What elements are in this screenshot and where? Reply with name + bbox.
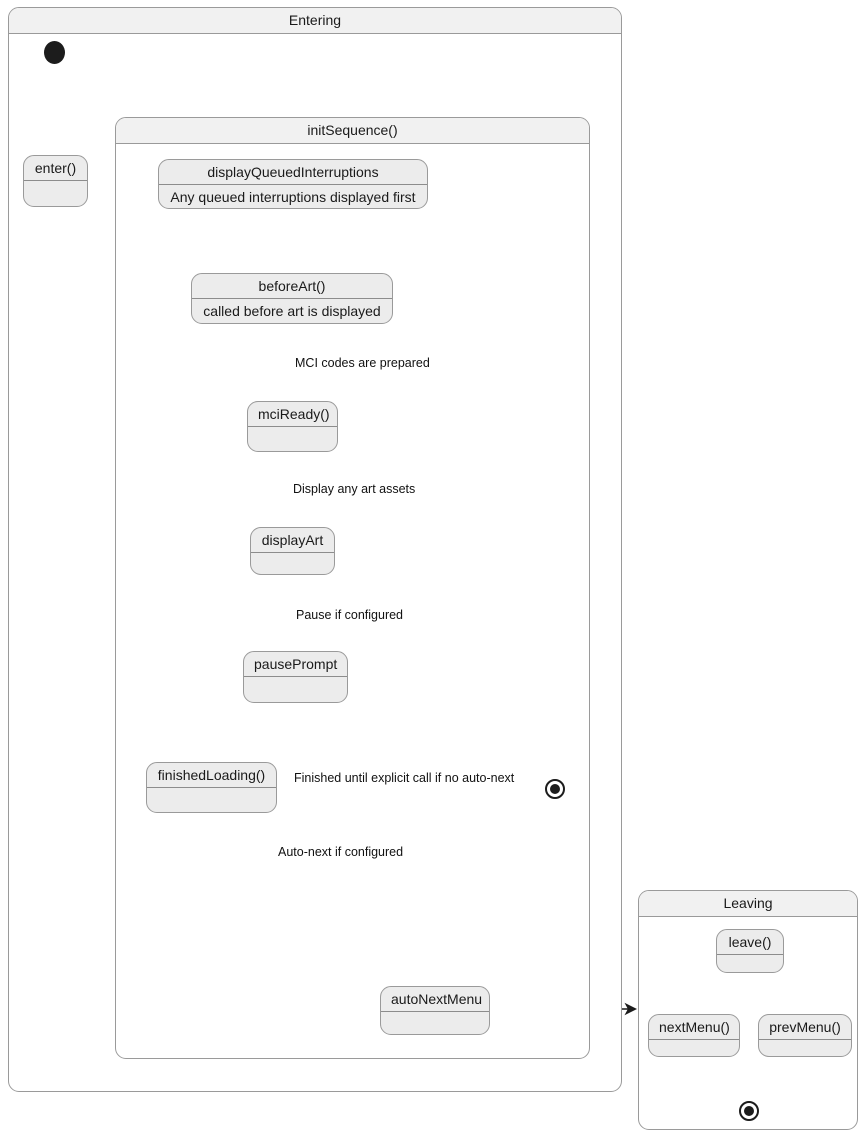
state-name-next-menu: nextMenu(): [649, 1015, 739, 1040]
state-leave[interactable]: leave(): [716, 929, 784, 973]
state-name-finished-loading: finishedLoading(): [147, 763, 276, 788]
final-state-node-leaving: [739, 1101, 759, 1121]
initial-state-node: [44, 41, 65, 64]
composite-state-initsequence[interactable]: initSequence(): [115, 117, 590, 1059]
composite-title-leaving: Leaving: [639, 891, 857, 917]
composite-state-leaving[interactable]: Leaving: [638, 890, 858, 1130]
edge-label-auto-next-if-configured: Auto-next if configured: [278, 845, 404, 859]
state-desc-finished-loading: [147, 788, 276, 812]
final-state-node-entering: [545, 779, 565, 799]
final-state-inner: [744, 1106, 754, 1116]
state-name-display-queued-interruptions: displayQueuedInterruptions: [159, 160, 427, 185]
state-name-prev-menu: prevMenu(): [759, 1015, 851, 1040]
edge-label-mci-codes-prepared: MCI codes are prepared: [295, 356, 430, 370]
state-before-art[interactable]: beforeArt() called before art is display…: [191, 273, 393, 324]
state-pause-prompt[interactable]: pausePrompt: [243, 651, 348, 703]
state-desc-display-queued-interruptions: Any queued interruptions displayed first: [170, 189, 416, 205]
state-name-auto-next-menu: autoNextMenu: [381, 987, 489, 1012]
state-display-queued-interruptions[interactable]: displayQueuedInterruptions Any queued in…: [158, 159, 428, 209]
state-prev-menu[interactable]: prevMenu(): [758, 1014, 852, 1057]
state-desc-display-art: [251, 553, 334, 574]
state-desc-leave: [717, 955, 783, 972]
state-name-enter: enter(): [24, 156, 87, 181]
state-enter[interactable]: enter(): [23, 155, 88, 207]
composite-title-initsequence: initSequence(): [116, 118, 589, 144]
state-name-mci-ready: mciReady(): [248, 402, 337, 427]
edge-label-finished-until-explicit-call: Finished until explicit call if no auto-…: [294, 771, 515, 785]
state-desc-prev-menu: [759, 1040, 851, 1056]
state-desc-before-art: called before art is displayed: [203, 303, 381, 319]
state-next-menu[interactable]: nextMenu(): [648, 1014, 740, 1057]
state-display-art[interactable]: displayArt: [250, 527, 335, 575]
state-name-pause-prompt: pausePrompt: [244, 652, 347, 677]
final-state-inner: [550, 784, 560, 794]
state-name-leave: leave(): [717, 930, 783, 955]
state-desc-next-menu: [649, 1040, 739, 1056]
state-desc-auto-next-menu: [381, 1012, 489, 1034]
state-name-before-art: beforeArt(): [192, 274, 392, 299]
state-desc-enter: [24, 181, 87, 206]
state-desc-mci-ready: [248, 427, 337, 451]
state-finished-loading[interactable]: finishedLoading(): [146, 762, 277, 813]
edge-label-pause-if-configured: Pause if configured: [296, 608, 404, 622]
state-name-display-art: displayArt: [251, 528, 334, 553]
composite-title-entering: Entering: [9, 8, 621, 34]
state-mci-ready[interactable]: mciReady(): [247, 401, 338, 452]
edge-label-display-art-assets: Display any art assets: [293, 482, 416, 496]
state-desc-pause-prompt: [244, 677, 347, 702]
state-auto-next-menu[interactable]: autoNextMenu: [380, 986, 490, 1035]
